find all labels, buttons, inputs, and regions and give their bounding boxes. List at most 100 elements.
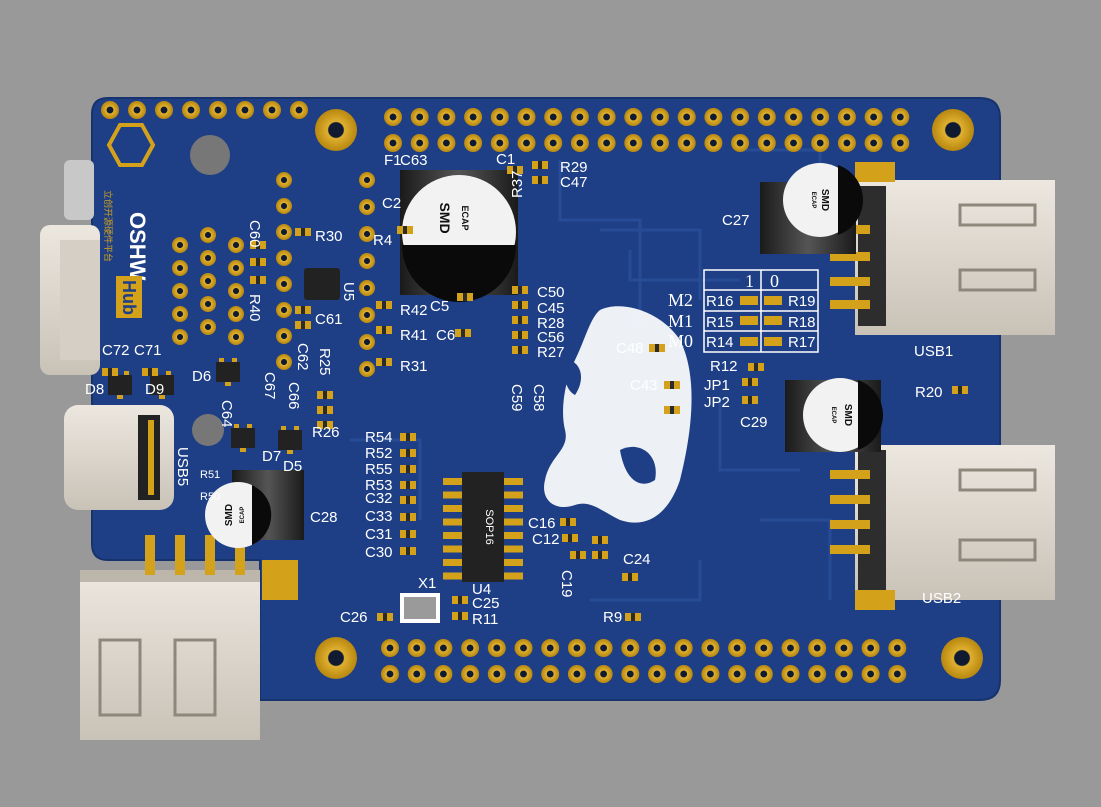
oshw-logo: OSHW Hub 立创开源硬件平台: [102, 123, 156, 318]
label-r11: R11: [472, 611, 498, 628]
smd-passive: [376, 301, 392, 309]
smd-pad: [507, 166, 513, 174]
smd-pad: [560, 518, 566, 526]
ecap-c29: SMD ECAP: [785, 378, 884, 452]
smd-pad: [632, 573, 638, 581]
header-pin: [648, 639, 666, 657]
header-pin: [541, 639, 560, 657]
smd-passive: [532, 176, 548, 184]
header-pin: [567, 665, 586, 683]
label-c12: C12: [532, 531, 560, 548]
smd-body: [256, 258, 260, 266]
header-pin: [891, 108, 910, 126]
smd-pad: [522, 301, 528, 309]
header-pin: [781, 639, 800, 657]
smd-pad: [397, 226, 403, 234]
label-usb1: USB1: [914, 343, 953, 360]
smd-pad: [635, 613, 641, 621]
header-pin: [674, 639, 693, 657]
smd-body: [518, 346, 522, 354]
label-c19: C19: [558, 570, 575, 598]
label-r26: R26: [312, 424, 340, 441]
smd-pad: [602, 551, 608, 559]
smd-passive: [452, 596, 468, 604]
smd-passive: [250, 276, 266, 284]
smd-pad: [674, 381, 680, 389]
silk-artwork: [544, 306, 692, 523]
smd-body: [598, 536, 602, 544]
smd-passive: [457, 293, 473, 301]
smd-pad: [462, 596, 468, 604]
header-pin: [811, 108, 830, 126]
usb2-connector: [830, 445, 1055, 610]
vga-pin: [172, 260, 188, 276]
smd-pad: [400, 449, 406, 457]
edge-pad: [236, 101, 254, 119]
sop-pin: [443, 505, 463, 512]
header-pin: [677, 134, 696, 152]
smd-body: [568, 534, 572, 542]
smd-pad: [602, 536, 608, 544]
sot-body: [150, 375, 174, 395]
mode-row-m1-right: R18: [788, 314, 816, 331]
smd-pad: [260, 276, 266, 284]
smd-pad: [452, 596, 458, 604]
header-pin: [621, 665, 640, 683]
smd-body: [323, 391, 327, 399]
smd-passive: [397, 226, 413, 234]
sot-lead: [281, 426, 286, 430]
smd-body: [513, 166, 517, 174]
header-pin: [808, 665, 827, 683]
header-pin: [437, 134, 456, 152]
smd-pad: [376, 326, 382, 334]
label-d5: D5: [283, 458, 302, 475]
smd-pad: [102, 368, 108, 376]
sop-pin: [443, 532, 463, 539]
sop-pin: [503, 518, 523, 526]
vga-pin: [228, 237, 244, 253]
smd-passive: [742, 378, 758, 386]
header-pin: [490, 108, 509, 126]
smd-pad: [295, 228, 301, 236]
usb1-connector: [830, 162, 1055, 335]
via-pad: [359, 199, 375, 215]
smd-pad: [748, 363, 754, 371]
smd-body: [323, 406, 327, 414]
smd-passive: [512, 331, 528, 339]
via-pad: [359, 334, 375, 350]
header-pin: [811, 134, 830, 152]
sop-pin: [443, 559, 463, 566]
smd-body: [406, 547, 410, 555]
smd-body: [406, 513, 410, 521]
svg-text:SMD: SMD: [437, 202, 453, 233]
smd-pad: [752, 396, 758, 404]
smd-pad: [317, 421, 323, 429]
smd-pad: [752, 378, 758, 386]
via-pad: [359, 226, 375, 242]
label-c27: C27: [722, 212, 750, 229]
smd-pad: [400, 496, 406, 504]
label-c66: C66: [285, 382, 302, 410]
smd-passive: [317, 421, 333, 429]
small-cap-left: [192, 414, 224, 446]
label-c71: C71: [134, 342, 162, 359]
smd-passive: [376, 358, 392, 366]
sot-lead: [225, 382, 231, 386]
header-pin: [570, 134, 589, 152]
vga-pin: [200, 296, 216, 312]
sot-body: [216, 362, 240, 382]
header-pin: [487, 665, 506, 683]
label-u5: U5: [340, 282, 357, 301]
svg-text:SMD: SMD: [819, 189, 830, 211]
smd-pad: [572, 534, 578, 542]
smd-body: [628, 573, 632, 581]
edge-pads-top-left: [101, 101, 308, 119]
header-pin: [624, 108, 643, 126]
header-pin: [888, 665, 907, 683]
via-pad: [359, 280, 375, 296]
smd-body: [406, 481, 410, 489]
smd-pad: [664, 406, 670, 414]
label-c50: C50: [537, 284, 565, 301]
header-pin: [651, 108, 669, 126]
smd-pad: [742, 396, 748, 404]
